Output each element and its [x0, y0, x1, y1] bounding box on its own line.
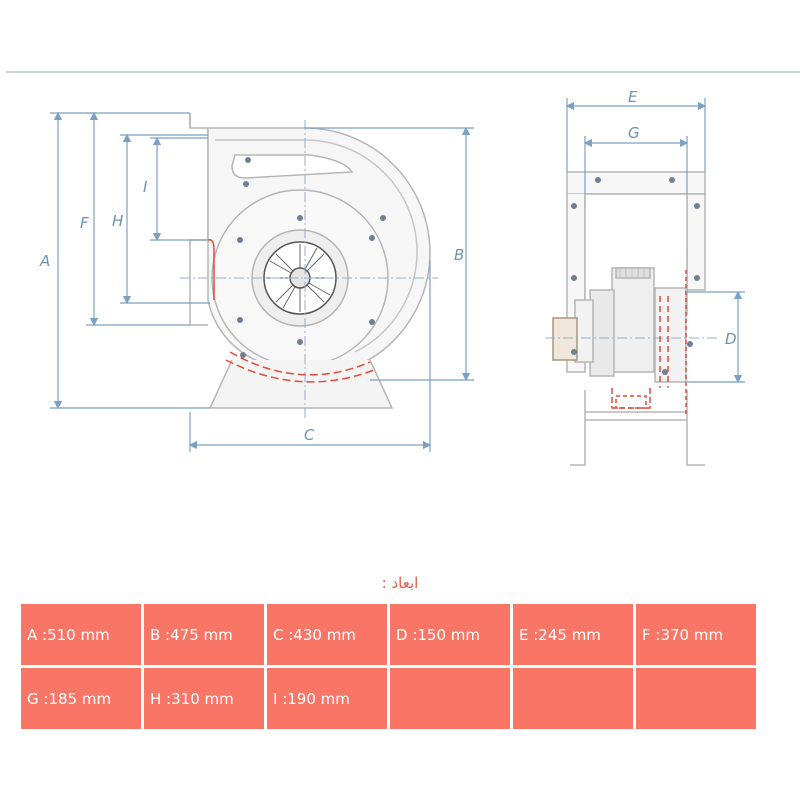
- dim-label-h: H: [112, 212, 123, 230]
- dimension-cell-b: B :475 mm: [144, 604, 264, 668]
- dimension-cell-f: F :370 mm: [636, 604, 756, 668]
- dim-label-d: D: [725, 330, 737, 348]
- side-accent: [207, 238, 375, 383]
- dimensions-table: A :510 mm B :475 mm C :430 mm D :150 mm …: [18, 604, 759, 732]
- dimension-cell-h: H :310 mm: [144, 668, 264, 732]
- front-accent: [611, 270, 687, 414]
- housing-slot: [231, 154, 354, 179]
- dimension-cell-empty: [513, 668, 633, 732]
- table-row: A :510 mm B :475 mm C :430 mm D :150 mm …: [21, 604, 756, 668]
- motor-body: [611, 267, 655, 373]
- dim-label-c: C: [304, 426, 315, 444]
- side-view: [180, 113, 438, 418]
- dim-label-f: F: [80, 214, 89, 232]
- front-view: [545, 171, 720, 466]
- dimension-cell-g: G :185 mm: [21, 668, 141, 732]
- side-stand: [208, 359, 394, 409]
- side-dimensions: [50, 111, 474, 452]
- dim-label-b: B: [454, 246, 464, 264]
- dimension-cell-a: A :510 mm: [21, 604, 141, 668]
- dim-label-i: I: [143, 178, 148, 196]
- dimensions-caption: ابعاد :: [381, 574, 419, 592]
- front-housing-top: [566, 171, 706, 195]
- fan-technical-drawing: A F H I B C: [39, 88, 745, 466]
- dimension-cell-empty: [390, 668, 510, 732]
- table-row: G :185 mm H :310 mm I :190 mm: [21, 668, 756, 732]
- dimension-cell-e: E :245 mm: [513, 604, 633, 668]
- front-dimensions: [565, 98, 745, 384]
- dimension-cell-d: D :150 mm: [390, 604, 510, 668]
- dim-label-a: A: [39, 252, 50, 270]
- inner-scroll: [215, 139, 418, 353]
- dim-label-g: G: [628, 124, 640, 142]
- top-divider: [6, 71, 800, 73]
- dimension-cell-i: I :190 mm: [267, 668, 387, 732]
- dim-label-e: E: [628, 88, 638, 106]
- dimension-cell-empty: [636, 668, 756, 732]
- dimension-cell-c: C :430 mm: [267, 604, 387, 668]
- front-stand: [570, 390, 705, 466]
- outlet-flange: [189, 113, 209, 326]
